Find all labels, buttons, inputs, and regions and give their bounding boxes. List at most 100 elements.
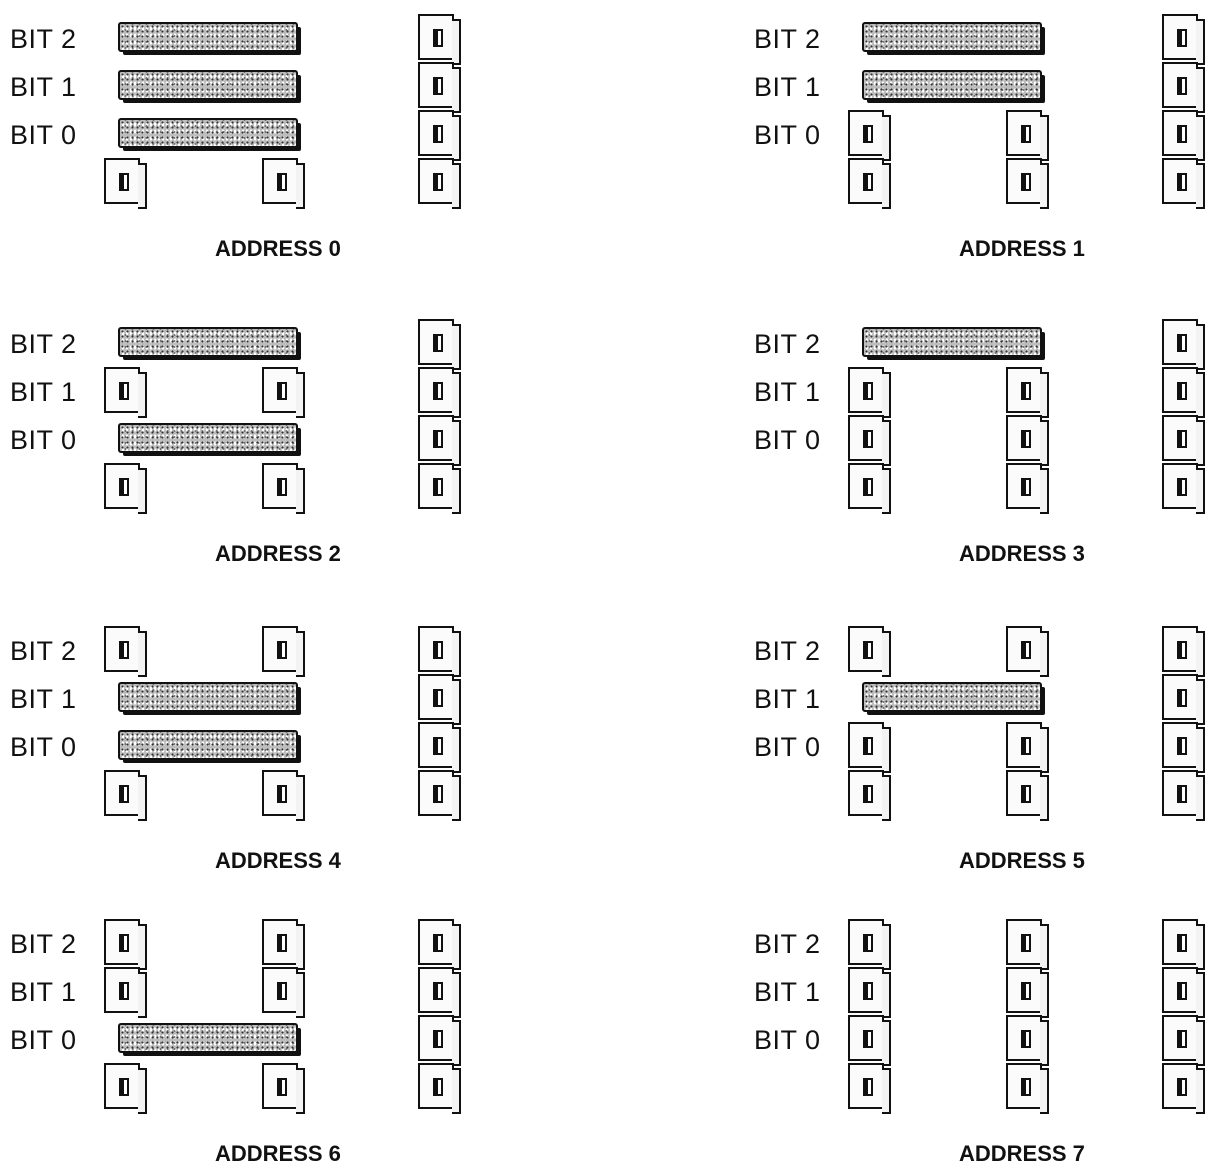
cell-notch-icon — [863, 641, 873, 659]
memory-cell — [1162, 110, 1205, 161]
memory-cell — [848, 110, 891, 161]
bit-label: BIT 0 — [10, 425, 77, 455]
cell-notch-icon — [433, 29, 443, 47]
cell-notch-icon — [1177, 641, 1187, 659]
bit-label: BIT 0 — [10, 1025, 77, 1055]
memory-cell — [1006, 626, 1049, 677]
memory-cell — [1162, 1015, 1205, 1066]
memory-cell — [1162, 919, 1205, 970]
bit-label: BIT 1 — [754, 72, 821, 102]
memory-cell — [1006, 967, 1049, 1018]
memory-cell — [262, 919, 305, 970]
address-label: ADDRESS 5 — [959, 848, 1085, 873]
cell-notch-icon — [277, 1078, 287, 1096]
memory-cell — [418, 110, 461, 161]
bit-label: BIT 1 — [10, 977, 77, 1007]
memory-cell — [1006, 770, 1049, 821]
memory-cell — [1162, 158, 1205, 209]
cell-notch-icon — [433, 641, 443, 659]
cell-notch-icon — [277, 934, 287, 952]
memory-cell — [104, 1063, 147, 1114]
cell-notch-icon — [433, 689, 443, 707]
memory-cell — [848, 1015, 891, 1066]
cell-notch-icon — [1177, 1030, 1187, 1048]
cell-notch-icon — [1177, 430, 1187, 448]
memory-cell — [262, 967, 305, 1018]
memory-cell — [1162, 1063, 1205, 1114]
memory-cell — [1162, 367, 1205, 418]
bit-label: BIT 0 — [10, 732, 77, 762]
memory-cell — [418, 158, 461, 209]
address-label: ADDRESS 6 — [215, 1141, 341, 1166]
cell-notch-icon — [119, 982, 129, 1000]
bit-label: BIT 1 — [754, 977, 821, 1007]
bit-bar — [118, 22, 298, 52]
bit-bar — [118, 327, 298, 357]
cell-notch-icon — [1177, 982, 1187, 1000]
cell-notch-icon — [119, 641, 129, 659]
cell-notch-icon — [119, 478, 129, 496]
cell-notch-icon — [1177, 125, 1187, 143]
bit-label: BIT 2 — [10, 636, 77, 666]
cell-notch-icon — [119, 382, 129, 400]
bit-label: BIT 1 — [754, 377, 821, 407]
bit-bar — [862, 327, 1042, 357]
memory-cell — [1006, 463, 1049, 514]
address-label: ADDRESS 0 — [215, 236, 341, 261]
bit-bar — [118, 423, 298, 453]
memory-cell — [848, 722, 891, 773]
cell-notch-icon — [277, 382, 287, 400]
cell-notch-icon — [863, 785, 873, 803]
memory-cell — [1162, 415, 1205, 466]
memory-cell — [848, 967, 891, 1018]
memory-cell — [262, 463, 305, 514]
memory-cell — [848, 626, 891, 677]
cell-notch-icon — [1177, 934, 1187, 952]
cell-notch-icon — [863, 478, 873, 496]
memory-cell — [1162, 967, 1205, 1018]
cell-notch-icon — [863, 430, 873, 448]
cell-notch-icon — [433, 982, 443, 1000]
cell-notch-icon — [1177, 29, 1187, 47]
cell-notch-icon — [1177, 1078, 1187, 1096]
memory-cell — [104, 626, 147, 677]
memory-cell — [848, 415, 891, 466]
cell-notch-icon — [1021, 382, 1031, 400]
memory-cell — [848, 770, 891, 821]
bit-label: BIT 0 — [754, 425, 821, 455]
bit-label: BIT 0 — [754, 120, 821, 150]
bit-label: BIT 0 — [10, 120, 77, 150]
memory-cell — [418, 415, 461, 466]
cell-notch-icon — [433, 785, 443, 803]
memory-cell — [418, 967, 461, 1018]
cell-notch-icon — [277, 982, 287, 1000]
memory-cell — [848, 367, 891, 418]
cell-notch-icon — [1021, 173, 1031, 191]
cell-notch-icon — [863, 934, 873, 952]
bit-label: BIT 2 — [10, 329, 77, 359]
cell-notch-icon — [1177, 478, 1187, 496]
cell-notch-icon — [1177, 689, 1187, 707]
cell-notch-icon — [433, 334, 443, 352]
bit-bar — [118, 70, 298, 100]
cell-notch-icon — [277, 173, 287, 191]
cell-notch-icon — [433, 430, 443, 448]
cell-notch-icon — [277, 478, 287, 496]
address-label: ADDRESS 7 — [959, 1141, 1085, 1166]
cell-notch-icon — [1177, 173, 1187, 191]
memory-cell — [1162, 463, 1205, 514]
memory-cell — [262, 158, 305, 209]
bit-bar — [118, 730, 298, 760]
address-label: ADDRESS 4 — [215, 848, 341, 873]
memory-cell — [418, 1015, 461, 1066]
memory-cell — [418, 14, 461, 65]
cell-notch-icon — [863, 1078, 873, 1096]
memory-cell — [418, 770, 461, 821]
cell-notch-icon — [1177, 77, 1187, 95]
